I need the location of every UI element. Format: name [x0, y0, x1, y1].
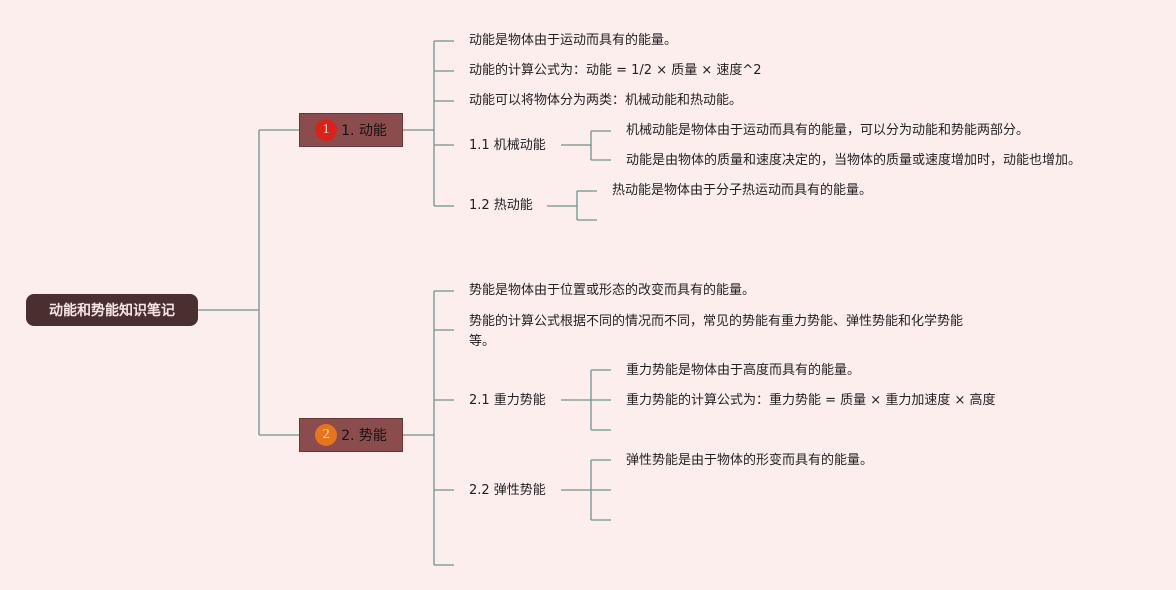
note-mechanical-1: 机械动能是物体由于运动而具有的能量，可以分为动能和势能两部分。 [626, 123, 1030, 138]
root-node[interactable]: 动能和势能知识笔记 [26, 294, 198, 326]
priority-2-icon: 2 [315, 424, 338, 446]
note-gravitational-1: 重力势能是物体由于高度而具有的能量。 [626, 363, 861, 378]
root-node-label: 动能和势能知识笔记 [49, 303, 175, 319]
subtopic-thermal-kinetic[interactable]: 1.2 热动能 [469, 198, 533, 213]
note-gravitational-2: 重力势能的计算公式为：重力势能 = 质量 × 重力加速度 × 高度 [626, 393, 996, 408]
note-mechanical-2: 动能是由物体的质量和速度决定的，当物体的质量或速度增加时，动能也增加。 [626, 153, 1082, 168]
note-kinetic-formula: 动能的计算公式为：动能 = 1/2 × 质量 × 速度^2 [469, 63, 762, 78]
priority-1-icon: 1 [315, 119, 338, 141]
note-elastic-1: 弹性势能是由于物体的形变而具有的能量。 [626, 453, 874, 468]
topic-node-potential-energy[interactable]: 2 2. 势能 [299, 418, 403, 452]
note-thermal-1: 热动能是物体由于分子热运动而具有的能量。 [612, 183, 873, 198]
subtopic-gravitational-potential[interactable]: 2.1 重力势能 [469, 393, 546, 408]
note-potential-formula: 势能的计算公式根据不同的情况而不同，常见的势能有重力势能、弹性势能和化学势能等。 [469, 314, 964, 349]
subtopic-elastic-potential[interactable]: 2.2 弹性势能 [469, 483, 546, 498]
note-potential-definition: 势能是物体由于位置或形态的改变而具有的能量。 [469, 283, 756, 298]
topic-label: 2. 势能 [341, 428, 387, 444]
topic-node-kinetic-energy[interactable]: 1 1. 动能 [299, 113, 403, 147]
topic-label: 1. 动能 [341, 123, 387, 139]
note-kinetic-types: 动能可以将物体分为两类：机械动能和热动能。 [469, 93, 743, 108]
note-kinetic-definition: 动能是物体由于运动而具有的能量。 [469, 33, 678, 48]
subtopic-mechanical-kinetic[interactable]: 1.1 机械动能 [469, 138, 546, 153]
